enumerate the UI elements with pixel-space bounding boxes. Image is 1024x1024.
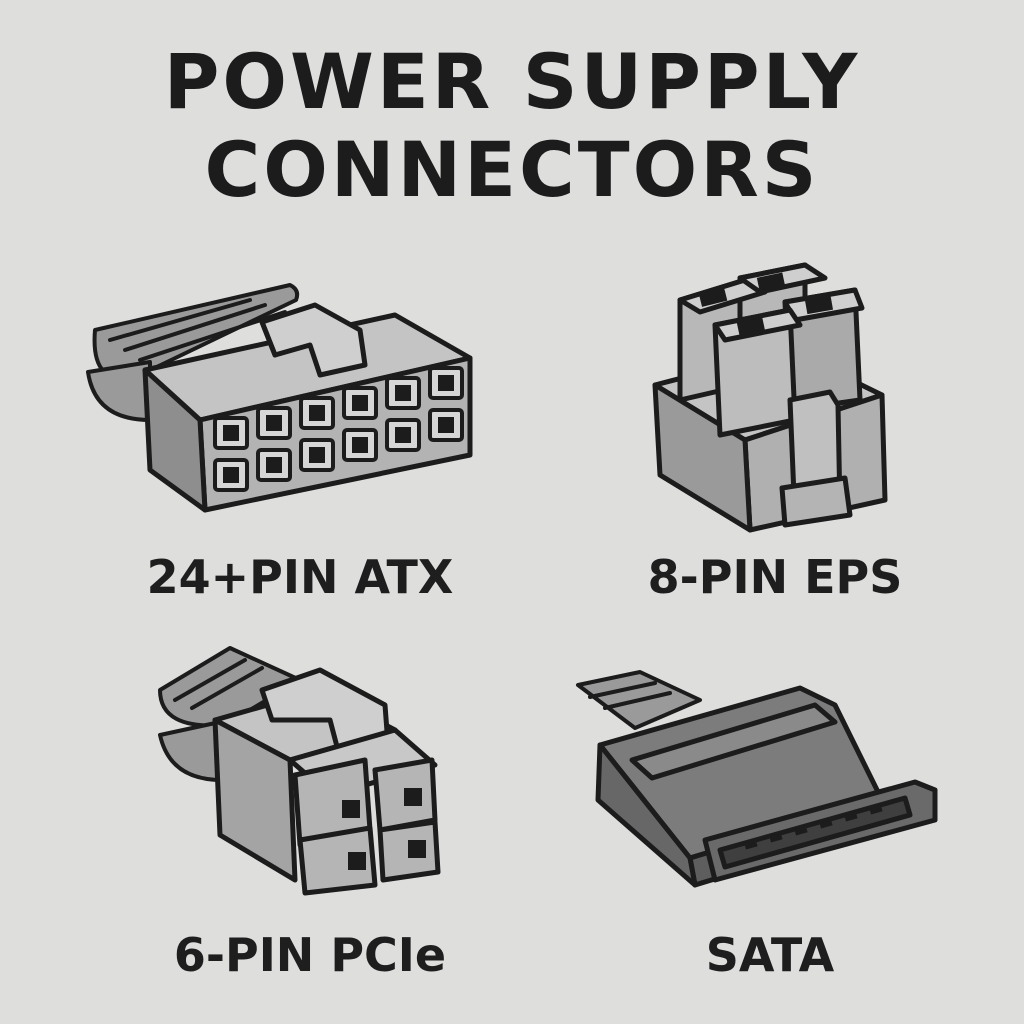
eps-8-pin-connector-icon bbox=[652, 262, 888, 533]
sata-connector-label: SATA bbox=[705, 928, 835, 982]
page-title: POWER SUPPLY CONNECTORS bbox=[0, 38, 1024, 214]
title-line-2: CONNECTORS bbox=[204, 125, 820, 214]
pcie-connector-label: 6-PIN PCIe bbox=[173, 928, 447, 982]
sata-connector-icon bbox=[576, 670, 938, 888]
atx-24-pin-connector-icon bbox=[86, 283, 473, 513]
eps-connector-label: 8-PIN EPS bbox=[647, 550, 903, 604]
pcie-6-pin-connector-icon bbox=[158, 646, 441, 896]
atx-connector-label: 24+PIN ATX bbox=[146, 550, 454, 604]
title-line-1: POWER SUPPLY bbox=[163, 37, 861, 126]
